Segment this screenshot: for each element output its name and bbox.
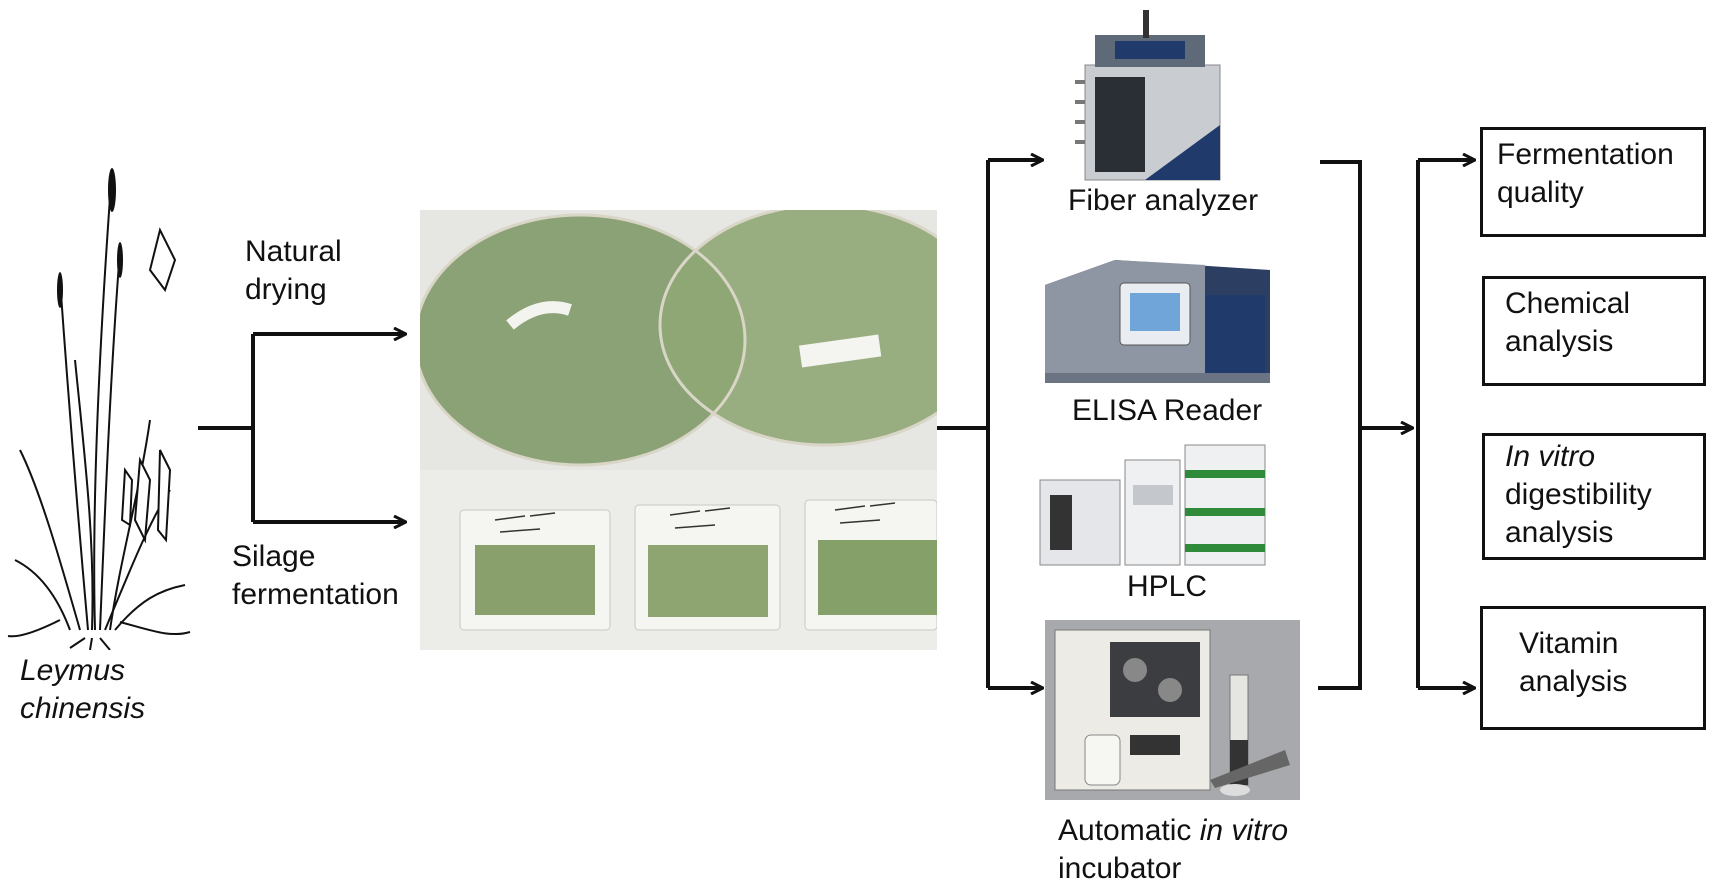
hay-net-bag-2: [660, 210, 937, 445]
natural-drying-line1: Natural: [245, 235, 342, 268]
natural-drying-line2: drying: [245, 273, 327, 306]
incubator-label-prefix: Automatic: [1058, 814, 1200, 847]
hay-samples-drawing: [420, 210, 937, 650]
incubator-label-line2: incubator: [1058, 852, 1182, 885]
plant-name-line2: chinensis: [20, 692, 146, 725]
hay-net-bag-1: [420, 215, 745, 465]
vitamin-analysis-line1: Vitamin: [1519, 627, 1619, 660]
chemical-analysis-line2: analysis: [1505, 325, 1614, 358]
fermentation-quality-line1: Fermentation: [1497, 138, 1674, 171]
chemical-analysis-line1: Chemical: [1505, 287, 1631, 320]
plant-name-line1: Leymus: [20, 654, 126, 687]
silage-fermentation-line1: Silage: [232, 540, 316, 573]
fermentation-quality-line2: quality: [1497, 176, 1584, 209]
incubator-photo: [1045, 620, 1300, 800]
incubator-label: Automatic in vitro incubator: [1058, 812, 1288, 888]
fermentation-quality-box: Fermentation quality: [1480, 127, 1706, 237]
leymus-plant-illustration: [7, 168, 191, 650]
hay-samples-photo: [420, 210, 937, 650]
vitamin-analysis-box: Vitamin analysis: [1480, 606, 1706, 730]
elisa-reader-label: ELISA Reader: [1072, 394, 1263, 427]
hplc-label: HPLC: [1127, 570, 1208, 603]
silage-fermentation-line2: fermentation: [232, 578, 399, 611]
incubator-drawing: [1045, 620, 1300, 800]
vitamin-analysis-line2: analysis: [1519, 665, 1628, 698]
fiber-analyzer-image: [1075, 10, 1221, 181]
digestibility-line2: digestibility: [1505, 478, 1652, 511]
elisa-reader-image: [1045, 260, 1270, 383]
natural-drying-label: Natural drying: [245, 233, 342, 309]
silage-fermentation-label: Silage fermentation: [232, 538, 399, 614]
plant-species-label: Leymus chinensis: [20, 652, 145, 728]
in-vitro-digestibility-box: In vitro digestibility analysis: [1482, 433, 1706, 560]
incubator-label-italic: in vitro: [1199, 814, 1289, 847]
digestibility-line3: analysis: [1505, 516, 1614, 549]
digestibility-line1: In vitro: [1505, 440, 1596, 473]
hplc-image: [1039, 444, 1266, 566]
incubator-label-line1: Automatic in vitro: [1058, 812, 1288, 850]
fiber-analyzer-label: Fiber analyzer: [1068, 184, 1259, 217]
chemical-analysis-box: Chemical analysis: [1482, 276, 1706, 386]
